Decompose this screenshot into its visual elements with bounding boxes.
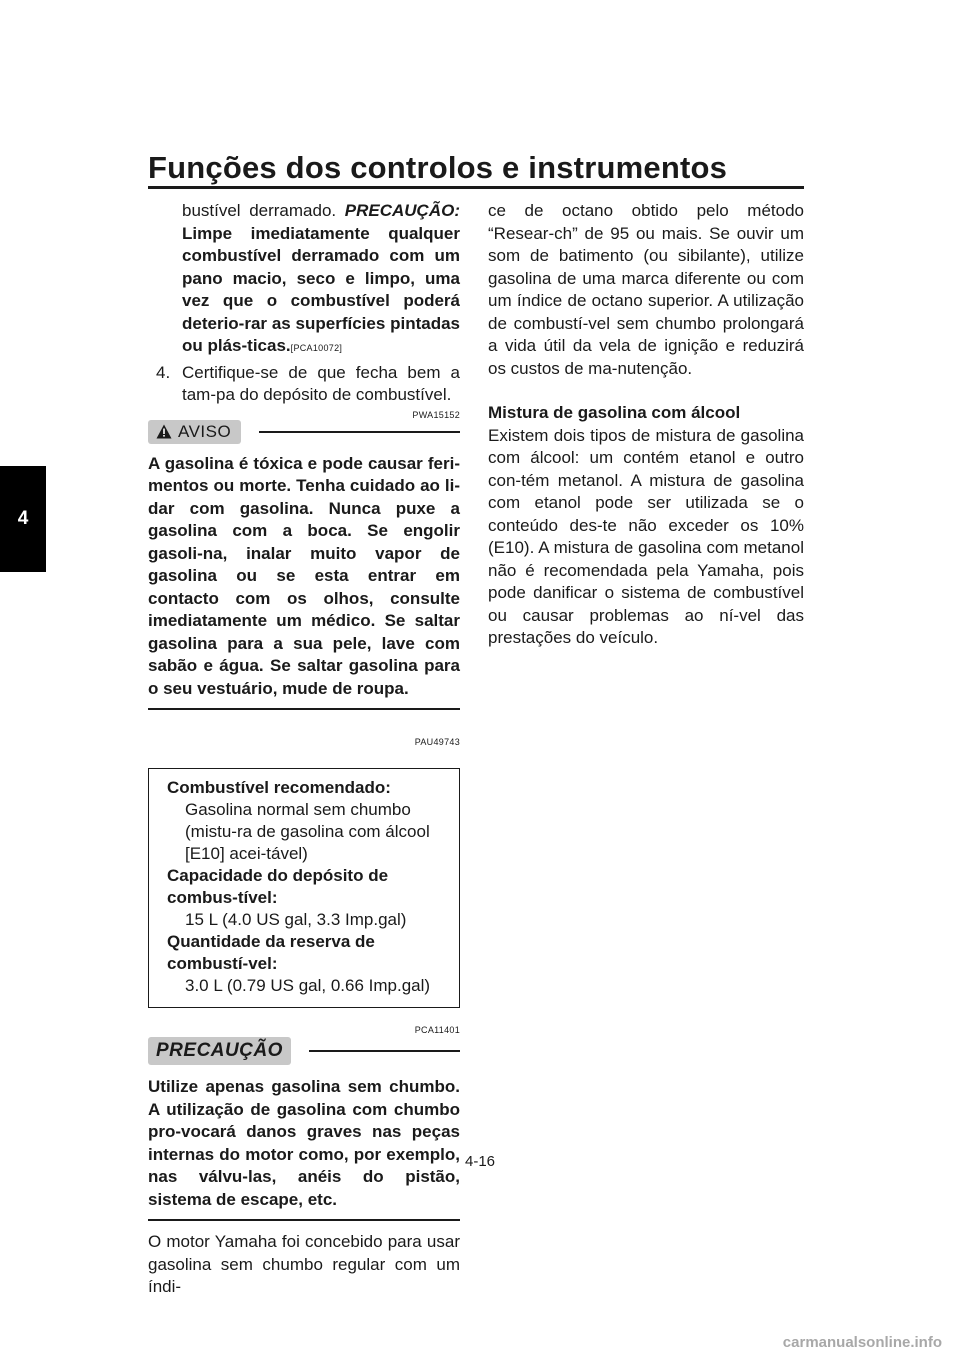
warning-header-rule: [259, 430, 460, 433]
warning-label: AVISO: [178, 421, 232, 441]
caution-end-rule: [148, 1219, 460, 1221]
caution-badge: PRECAUÇÃO: [148, 1037, 291, 1065]
footer-watermark[interactable]: carmanualsonline.info: [782, 1334, 942, 1351]
step-text: Certifique-se de que fecha bem a tam-pa …: [182, 362, 460, 405]
warning-triangle-icon: [156, 424, 172, 439]
alcohol-paragraph: Existem dois tipos de mistura de gasolin…: [488, 425, 804, 648]
left-column: bustível derramado. PRECAUÇÃO: Limpe ime…: [148, 200, 460, 1299]
list-item: 4. Certifique-se de que fecha bem a tam-…: [148, 362, 460, 407]
engine-paragraph: O motor Yamaha foi concebido para usar g…: [148, 1232, 460, 1296]
spec-value-capacity: 15 L (4.0 US gal, 3.3 Imp.gal): [185, 910, 407, 929]
right-column: ce de octano obtido pelo método “Resear-…: [488, 200, 804, 650]
warning-text: A gasolina é tóxica e pode causar feri-m…: [148, 453, 460, 698]
caution-header: PRECAUÇÃO: [148, 1036, 460, 1066]
warning-code: PWA15152: [412, 409, 460, 420]
chapter-number: 4: [17, 508, 29, 529]
spec-label-reserve: Quantidade da reserva de combustí-vel:: [167, 932, 375, 973]
fuel-spec-box: Combustível recomendado: Gasolina normal…: [148, 768, 460, 1008]
inline-caution-label: PRECAUÇÃO:: [344, 201, 460, 220]
section-heading: Mistura de gasolina com álcool: [488, 403, 741, 422]
page-number: 4-16: [464, 1153, 496, 1170]
caution-header-rule: [308, 1050, 460, 1052]
inline-caution-text: Limpe imediatamente qualquer combustível…: [182, 223, 460, 356]
spec-value-fuel: Gasolina normal sem chumbo (mistu-ra de …: [185, 800, 430, 863]
page-title: Funções dos controlos e instrumentos: [148, 150, 728, 185]
spec-code: PAU49743: [414, 737, 460, 747]
inline-caution-code: [PCA10072]: [290, 343, 343, 353]
octane-paragraph: ce de octano obtido pelo método “Resear-…: [488, 201, 804, 378]
warning-header: AVISO: [148, 419, 460, 445]
step-number: 4.: [156, 362, 171, 382]
spec-label-capacity: Capacidade do depósito de combus-tível:: [167, 866, 389, 907]
header-rule: [148, 186, 804, 189]
spill-caution-paragraph: bustível derramado. PRECAUÇÃO: Limpe ime…: [148, 200, 460, 360]
spec-label-fuel: Combustível recomendado:: [167, 778, 391, 797]
chapter-tab: 4: [0, 466, 46, 572]
caution-code: PCA11401: [414, 1025, 460, 1035]
spill-text: bustível derramado.: [182, 201, 337, 220]
spec-value-reserve: 3.0 L (0.79 US gal, 0.66 Imp.gal): [185, 976, 431, 995]
caution-text: Utilize apenas gasolina sem chumbo. A ut…: [148, 1077, 460, 1209]
warning-badge: AVISO: [148, 419, 242, 444]
warning-end-rule: [148, 708, 460, 710]
